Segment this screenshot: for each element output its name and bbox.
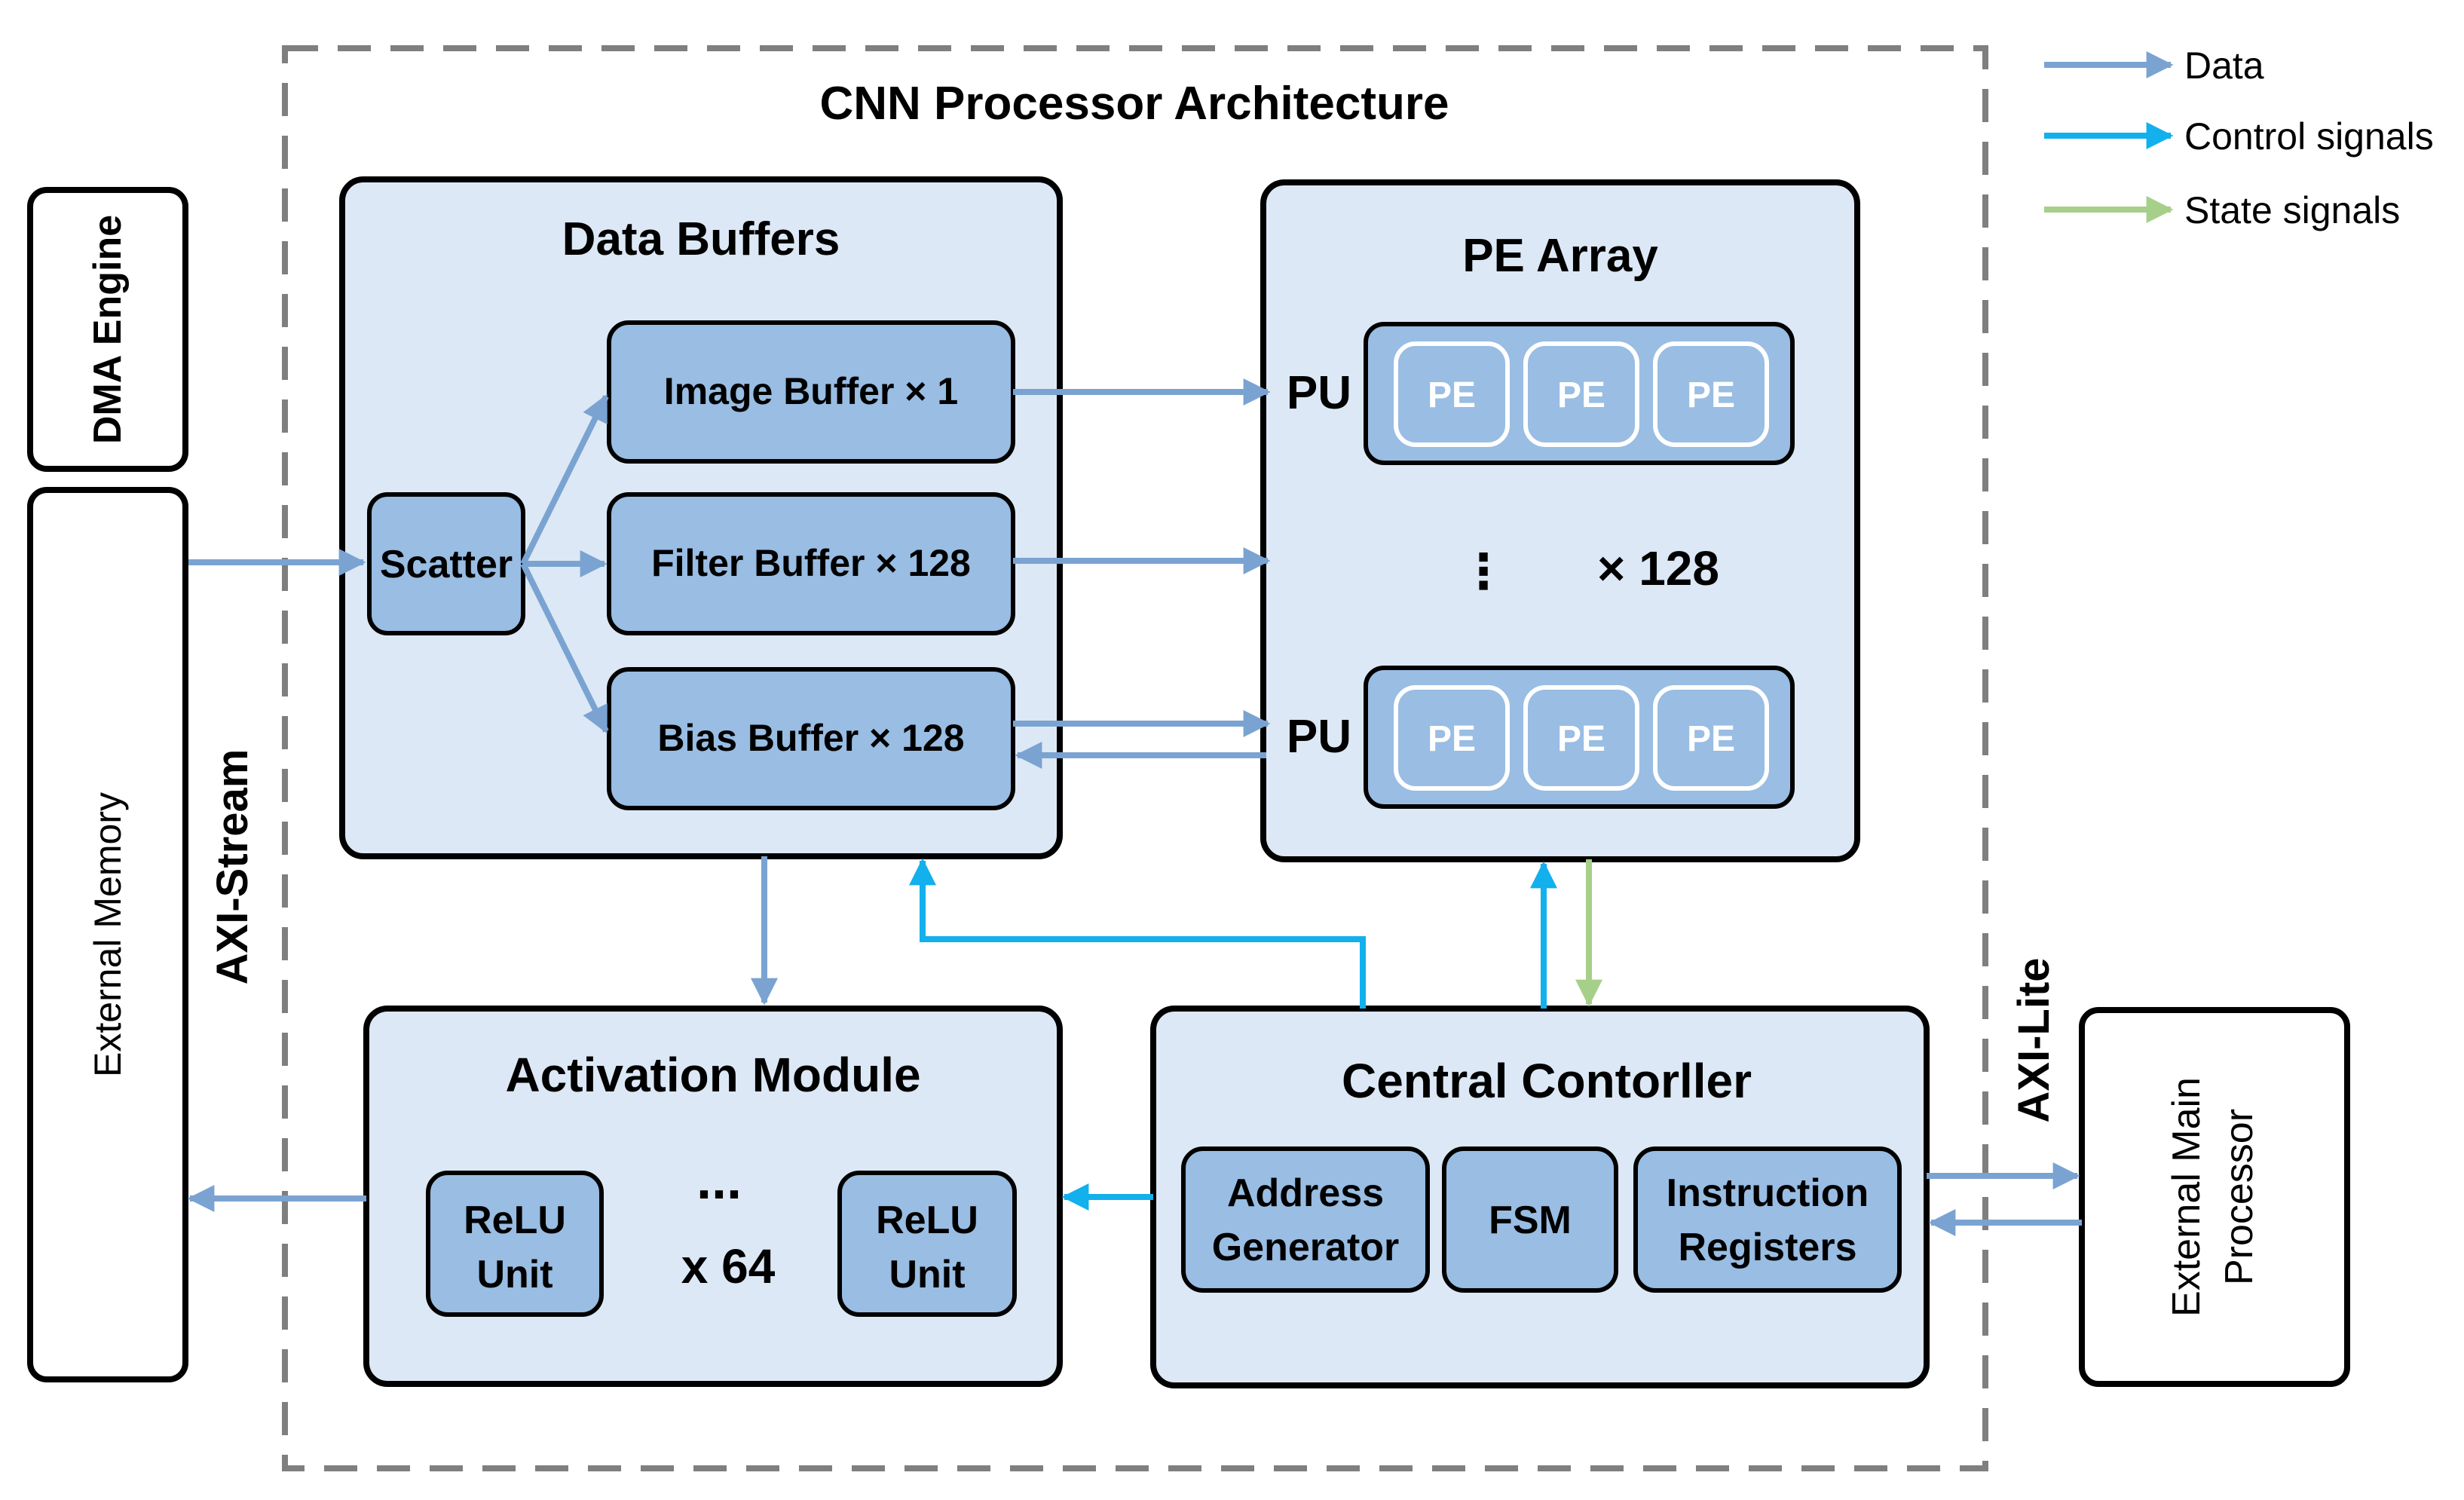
relu-unit-right	[837, 1171, 1017, 1317]
external-main-processor-line2: Processor	[2218, 1109, 2261, 1285]
legend-control-label: Control signals	[2184, 115, 2434, 158]
address-generator-line2: Generator	[1212, 1226, 1400, 1269]
pe-cell	[1394, 685, 1510, 791]
address-generator-line1: Address	[1227, 1171, 1384, 1215]
relu-unit-left	[426, 1171, 604, 1317]
axi-lite-label: AXI-Lite	[2009, 957, 2058, 1122]
external-memory-box	[27, 487, 188, 1382]
legend-data-label: Data	[2184, 44, 2264, 87]
pu-label-bottom: PU	[1287, 711, 1351, 763]
external-main-processor-line1: External Main	[2165, 1077, 2208, 1317]
pe-vertical-ellipsis: ⋮	[1459, 544, 1507, 598]
instruction-registers-line2: Registers	[1679, 1226, 1857, 1269]
pe-cell	[1394, 341, 1510, 447]
instruction-registers-box	[1633, 1146, 1902, 1293]
dma-engine-label: DMA Engine	[86, 215, 130, 444]
architecture-boundary	[282, 45, 1988, 1471]
activation-module-title: Activation Module	[505, 1048, 920, 1102]
control-arrows	[909, 858, 1557, 1211]
instruction-registers-line1: Instruction	[1667, 1171, 1869, 1215]
bias-buffer-label: Bias Buffer × 128	[657, 717, 964, 759]
relu-multiplier: x 64	[681, 1239, 776, 1293]
pe-cell-label: PE	[1687, 375, 1735, 415]
legend: Data Control signals State signals	[2044, 44, 2434, 231]
page-title: CNN Processor Architecture	[820, 78, 1449, 130]
external-main-processor-box	[2079, 1007, 2350, 1387]
filter-buffer-label: Filter Buffer × 128	[651, 542, 971, 584]
relu-unit-left-line1: ReLU	[464, 1198, 566, 1242]
bias-buffer-box	[607, 667, 1015, 810]
pe-array-panel: PE Array PU PE PE PE ⋮ × 128 PU PE PE PE	[1260, 179, 1860, 862]
data-buffers-panel: Data Buffers Scatter Image Buffer × 1 Fi…	[339, 176, 1063, 859]
pe-array-title: PE Array	[1462, 230, 1658, 282]
relu-unit-right-line2: Unit	[889, 1253, 965, 1296]
central-controller-title: Central Contorller	[1342, 1054, 1752, 1108]
central-controller-panel: Central Contorller Address Generator FSM…	[1150, 1006, 1930, 1388]
scatter-to-image-buffer-arrow	[520, 393, 609, 565]
relu-unit-left-line2: Unit	[476, 1253, 552, 1296]
pe-cell-label: PE	[1428, 719, 1476, 759]
pu-label-top: PU	[1287, 367, 1351, 419]
pe-multiplier: × 128	[1597, 541, 1719, 595]
scatter-label: Scatter	[380, 543, 513, 586]
scatter-to-bias-buffer-arrow	[520, 562, 609, 734]
fsm-box	[1442, 1146, 1618, 1293]
address-generator-box	[1181, 1146, 1430, 1293]
dma-engine-box	[27, 187, 188, 472]
activation-module-panel: Activation Module ReLU Unit ... x 64 ReL…	[363, 1006, 1063, 1387]
data-buffers-title: Data Buffers	[562, 213, 840, 265]
legend-state-label: State signals	[2184, 189, 2400, 231]
relu-ellipsis: ...	[696, 1150, 742, 1211]
pe-cell	[1523, 685, 1639, 791]
pe-cell	[1653, 341, 1769, 447]
fsm-label: FSM	[1489, 1198, 1572, 1242]
pe-cell-label: PE	[1557, 375, 1605, 415]
relu-unit-right-line1: ReLU	[876, 1198, 978, 1242]
pe-cell-label: PE	[1557, 719, 1605, 759]
axi-stream-label: AXI-Stream	[208, 749, 257, 985]
controller-to-buffers-control-arrow	[909, 858, 1366, 1009]
image-buffer-label: Image Buffer × 1	[664, 370, 958, 412]
pe-cell-label: PE	[1428, 375, 1476, 415]
pe-cell-label: PE	[1687, 719, 1735, 759]
data-arrows	[187, 378, 2082, 1236]
pe-cell	[1523, 341, 1639, 447]
external-memory-label: External Memory	[87, 792, 129, 1077]
pe-cell	[1653, 685, 1769, 791]
